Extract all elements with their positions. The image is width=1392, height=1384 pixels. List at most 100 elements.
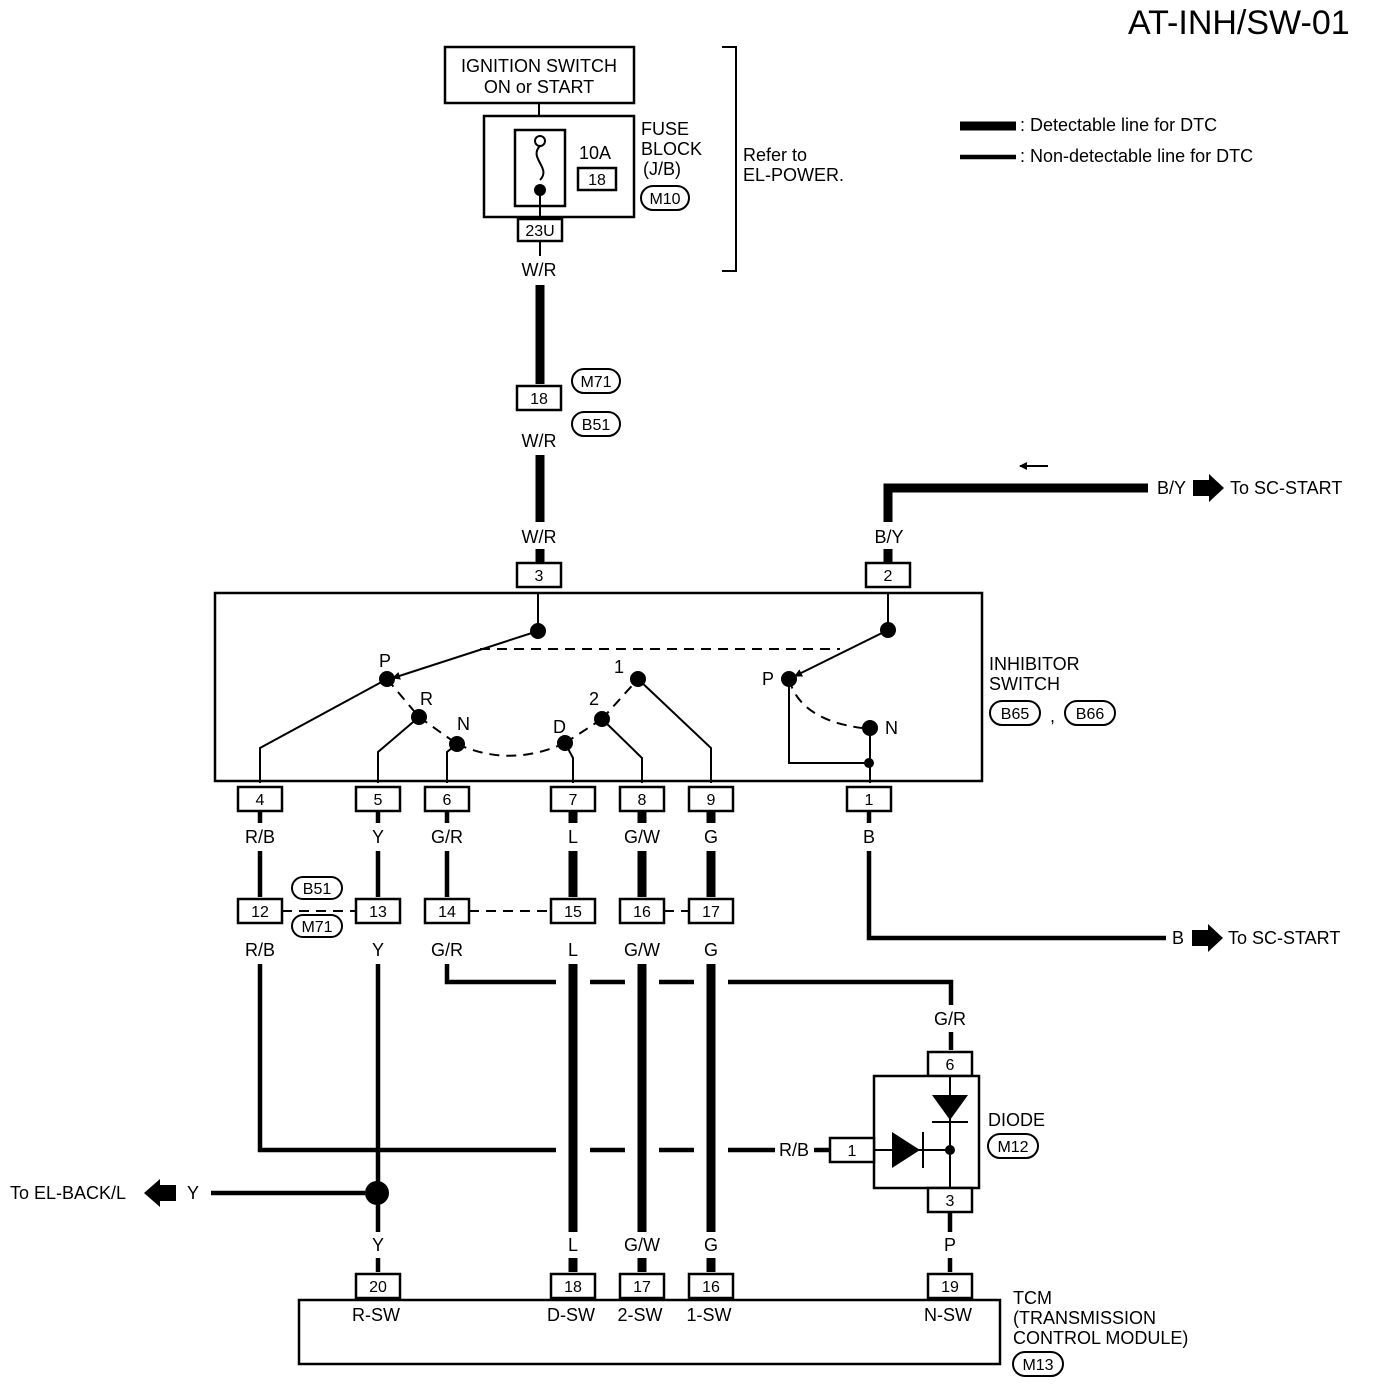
pos-label-2: 2 bbox=[589, 689, 599, 709]
mid-term-17: 17 bbox=[702, 904, 720, 921]
wire-label-gw-2: G/W bbox=[624, 940, 660, 960]
wire-label-g-1: G bbox=[704, 827, 718, 847]
ignition-switch: IGNITION SWITCH ON or START bbox=[443, 45, 636, 105]
wire-label-gr-3: G/R bbox=[934, 1009, 966, 1029]
fuse-block: 10A 18 FUSE BLOCK (J/B) M10 23U bbox=[482, 114, 702, 243]
inhibitor-switch-line2: SWITCH bbox=[989, 674, 1060, 694]
diode-term-1: 1 bbox=[848, 1143, 857, 1160]
wire-label-g-3: G bbox=[704, 1235, 718, 1255]
mid-connector: 12 13 14 15 16 17 B51 M71 bbox=[236, 876, 735, 938]
mid-term-15: 15 bbox=[564, 904, 582, 921]
inhibitor-term-4: 4 bbox=[256, 792, 265, 809]
joint-connector-18: 18 M71 B51 bbox=[515, 368, 621, 437]
refer-to-line2: EL-POWER. bbox=[743, 165, 844, 185]
wire-label-y-1: Y bbox=[372, 827, 384, 847]
refer-to-line1: Refer to bbox=[743, 145, 807, 165]
inhibitor-conn-separator: , bbox=[1050, 706, 1055, 726]
mid-connector-top: B51 bbox=[303, 881, 332, 898]
wire-label-l-2: L bbox=[568, 940, 578, 960]
diode-symbol-vertical-icon bbox=[932, 1095, 968, 1120]
tcm-line2: (TRANSMISSION bbox=[1013, 1308, 1156, 1328]
pos-label-d: D bbox=[553, 717, 566, 737]
wire-label-y-4: Y bbox=[372, 1235, 384, 1255]
fuse-block-terminal: 23U bbox=[525, 223, 554, 240]
tcm-label-n-sw: N-SW bbox=[924, 1305, 972, 1325]
fuse-block-line2: BLOCK bbox=[641, 139, 702, 159]
wire-label-y-3: Y bbox=[187, 1183, 199, 1203]
pos-label-n-right: N bbox=[885, 718, 898, 738]
diode-label: DIODE bbox=[988, 1110, 1045, 1130]
legend-non-detectable-text: : Non-detectable line for DTC bbox=[1020, 146, 1253, 166]
tcm-line3: CONTROL MODULE) bbox=[1013, 1328, 1188, 1348]
fuse-block-line1: FUSE bbox=[641, 119, 689, 139]
pos-label-n-left: N bbox=[457, 714, 470, 734]
wire-label-b-2: B bbox=[1172, 928, 1184, 948]
inhibitor-conn-b66: B66 bbox=[1076, 706, 1105, 723]
diode: 6 1 3 bbox=[828, 1050, 981, 1214]
ignition-switch-line2: ON or START bbox=[484, 77, 594, 97]
joint-connector-bottom: B51 bbox=[582, 417, 611, 434]
tcm-connector: M13 bbox=[1022, 1357, 1053, 1374]
wire-label-rb-3: R/B bbox=[779, 1140, 809, 1160]
mid-term-14: 14 bbox=[438, 904, 456, 921]
wire-label-by-right: B/Y bbox=[1157, 478, 1186, 498]
tcm-term-18: 18 bbox=[564, 1279, 582, 1296]
destination-sc-start-1: To SC-START bbox=[1230, 478, 1342, 498]
pos-label-p-right: P bbox=[762, 669, 774, 689]
wire-label-gr-2: G/R bbox=[431, 940, 463, 960]
wire-label-b-1: B bbox=[863, 827, 875, 847]
tcm-term-17: 17 bbox=[633, 1279, 651, 1296]
mid-term-16: 16 bbox=[633, 904, 651, 921]
wire-label-l-3: L bbox=[568, 1235, 578, 1255]
inhibitor-term-2: 2 bbox=[884, 568, 893, 585]
arrow-sc-start-1-icon bbox=[1193, 474, 1224, 502]
wire-label-gw-3: G/W bbox=[624, 1235, 660, 1255]
inhibitor-term-1: 1 bbox=[865, 792, 874, 809]
pos-label-r: R bbox=[420, 689, 433, 709]
wire-label-wr-3: W/R bbox=[522, 527, 557, 547]
inhibitor-term-9: 9 bbox=[707, 792, 716, 809]
inhibitor-conn-b65: B65 bbox=[1001, 706, 1030, 723]
tcm-line1: TCM bbox=[1013, 1288, 1052, 1308]
inhibitor-term-8: 8 bbox=[638, 792, 647, 809]
destination-el-back: To EL-BACK/L bbox=[10, 1183, 126, 1203]
tcm-term-20: 20 bbox=[369, 1279, 387, 1296]
destination-sc-start-2: To SC-START bbox=[1228, 928, 1340, 948]
wire-label-by-top: B/Y bbox=[874, 527, 903, 547]
inhibitor-term-5: 5 bbox=[374, 792, 383, 809]
wire-label-p-1: P bbox=[944, 1235, 956, 1255]
mid-term-13: 13 bbox=[369, 904, 387, 921]
inhibitor-term-7: 7 bbox=[569, 792, 578, 809]
wire-label-gw-1: G/W bbox=[624, 827, 660, 847]
mid-connector-bottom: M71 bbox=[301, 919, 332, 936]
wire-label-g-2: G bbox=[704, 940, 718, 960]
pos-label-1: 1 bbox=[614, 657, 624, 677]
arrow-el-back-icon bbox=[144, 1179, 176, 1207]
arrow-sc-start-2-icon bbox=[1192, 924, 1223, 952]
pos-label-p-left: P bbox=[379, 651, 391, 671]
diode-term-6: 6 bbox=[946, 1057, 955, 1074]
tcm-label-1-sw: 1-SW bbox=[687, 1305, 732, 1325]
fuse-number: 18 bbox=[588, 172, 606, 189]
tcm-label-r-sw: R-SW bbox=[352, 1305, 400, 1325]
inhibitor-term-3: 3 bbox=[535, 568, 544, 585]
inhibitor-bottom-terminals: 4 5 6 7 8 9 1 bbox=[236, 785, 893, 813]
mid-term-12: 12 bbox=[251, 904, 269, 921]
diode-symbol-horizontal-icon bbox=[892, 1132, 920, 1168]
tcm-label-d-sw: D-SW bbox=[547, 1305, 595, 1325]
page-code: AT-INH/SW-01 bbox=[1128, 4, 1350, 42]
fuse-block-line3: (J/B) bbox=[643, 159, 681, 179]
inhibitor-switch: P R N D 2 1 P N bbox=[213, 591, 984, 783]
wire-label-l-1: L bbox=[568, 827, 578, 847]
joint-connector-terminal: 18 bbox=[530, 391, 548, 408]
wire-label-wr-1: W/R bbox=[522, 260, 557, 280]
wire-label-gr-1: G/R bbox=[431, 827, 463, 847]
wire-label-wr-2: W/R bbox=[522, 431, 557, 451]
diode-connector: M12 bbox=[997, 1139, 1028, 1156]
wire-label-y-2: Y bbox=[372, 940, 384, 960]
wire-label-rb-1: R/B bbox=[245, 827, 275, 847]
wire-label-rb-2: R/B bbox=[245, 940, 275, 960]
joint-connector-top: M71 bbox=[580, 374, 611, 391]
tcm-term-16: 16 bbox=[702, 1279, 720, 1296]
legend: : Detectable line for DTC : Non-detectab… bbox=[960, 115, 1253, 166]
